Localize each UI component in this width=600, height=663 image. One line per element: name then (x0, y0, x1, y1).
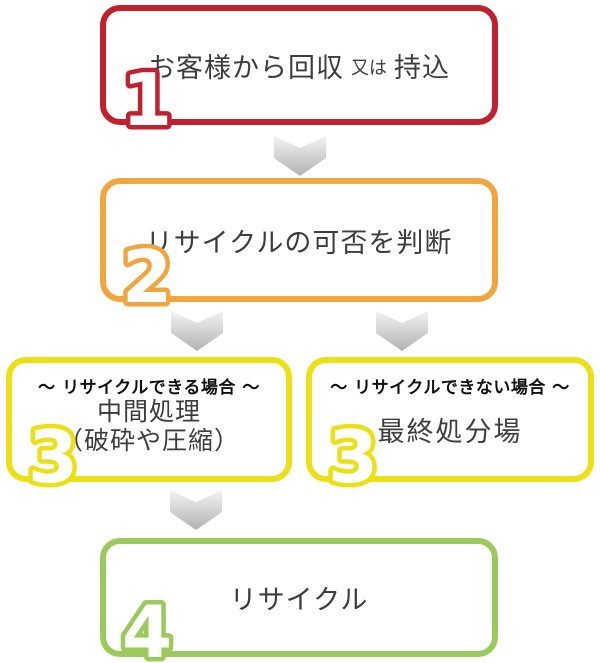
down-arrow-step3a-step4 (170, 490, 222, 530)
step2-label: リサイクルの可否を判断 (145, 227, 453, 259)
step1-alt-label: 持込 (394, 52, 450, 84)
step3a-line1: 中間処理 (96, 397, 201, 426)
step4-number: 4 (118, 586, 177, 663)
step3a-line2: （破砕や圧縮） (57, 425, 240, 455)
down-arrow-step2-step3a (171, 311, 223, 351)
step1-box: お客様から回収 又は 持込 1 (100, 5, 498, 147)
down-arrow-step2-step3b (376, 311, 428, 351)
down-arrow-step1-step2 (274, 136, 326, 176)
step3b-box: ～ リサイクルできない場合 ～ 最終処分場 3 (306, 357, 594, 504)
step3a-box: ～ リサイクルできる場合 ～ 中間処理 （破砕や圧縮） 3 (6, 357, 292, 504)
svg-text:4: 4 (122, 590, 172, 663)
step1-connector-label: 又は (351, 58, 387, 79)
step1-text-row: お客様から回収 又は 持込 (148, 46, 450, 85)
step3b-header: ～ リサイクルできない場合 ～ (330, 378, 570, 398)
svg-text:3: 3 (328, 415, 378, 499)
step3a-header: ～ リサイクルできる場合 ～ (38, 378, 260, 398)
step4-box: リサイクル 4 (100, 538, 498, 663)
step1-label: お客様から回収 (148, 52, 344, 84)
step4-label: リサイクル (229, 585, 369, 616)
step3b-label: 最終処分場 (377, 417, 523, 448)
step2-box: リサイクルの可否を判断 2 (100, 178, 498, 324)
